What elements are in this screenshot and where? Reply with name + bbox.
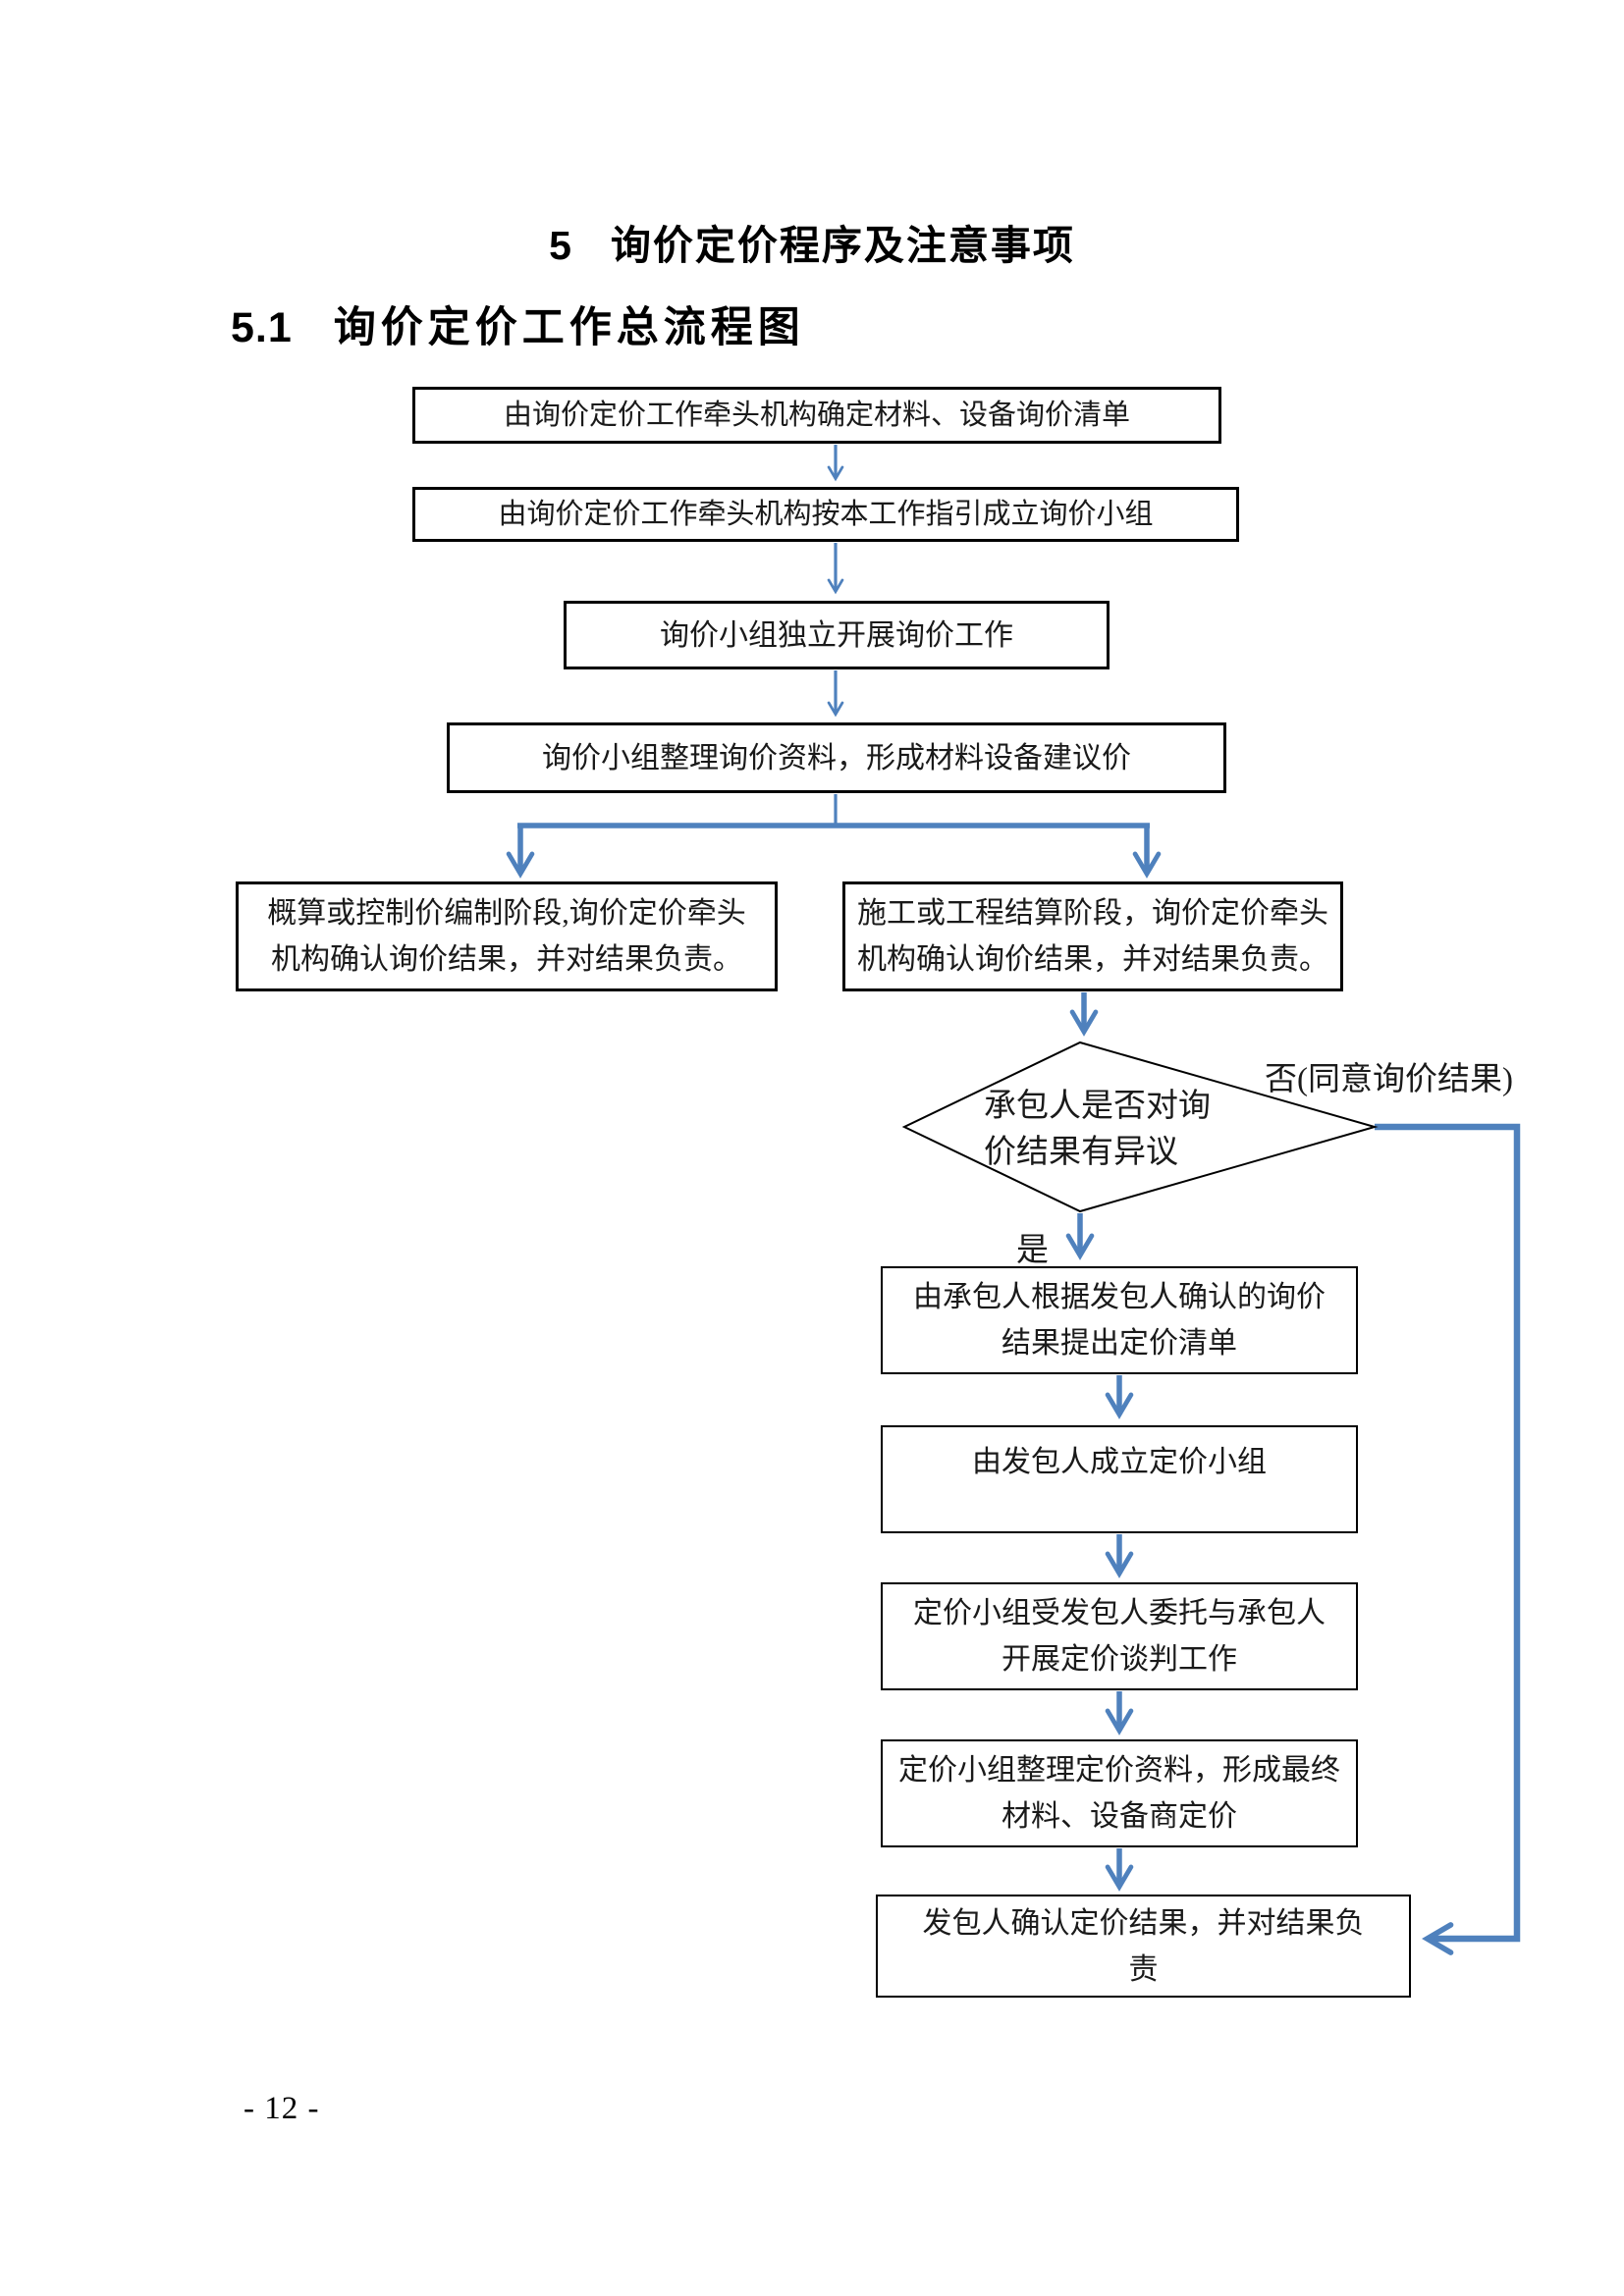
chapter-title-text: 询价定价程序及注意事项 [610,223,1075,268]
flow-box-estimate-or-control-stage: 概算或控制价编制阶段,询价定价牵头机构确认询价结果，并对结果负责。 [236,881,778,991]
chapter-title: 5 询价定价程序及注意事项 [0,212,1624,271]
arrow-decision-no-elbow [1375,1123,1521,1955]
branch-label-yes: 是 [1016,1233,1049,1268]
flow-box-pricing-negotiation: 定价小组受发包人委托与承包人开展定价谈判工作 [881,1582,1358,1690]
flow-box-independent-inquiry: 询价小组独立开展询价工作 [564,601,1110,669]
branch-label-no: 否(同意询价结果) [1265,1062,1513,1097]
flow-box-contractor-propose-pricing-list: 由承包人根据发包人确认的询价结果提出定价清单 [881,1266,1358,1374]
page-number: - 12 - [244,2091,320,2126]
decision-question: 承包人是否对询价结果有异议 [984,1089,1211,1170]
section-heading: 5.1 询价定价工作总流程图 [231,294,805,354]
chapter-number: 5 [549,223,573,268]
section-number: 5.1 [231,304,293,351]
flow-box-determine-inquiry-list: 由询价定价工作牵头机构确定材料、设备询价清单 [412,387,1221,444]
section-heading-text: 询价定价工作总流程图 [333,305,805,351]
flow-box-compile-inquiry-data: 询价小组整理询价资料，形成材料设备建议价 [447,722,1226,793]
flow-box-compile-pricing-data: 定价小组整理定价资料，形成最终材料、设备商定价 [881,1739,1358,1847]
flow-box-form-inquiry-team: 由询价定价工作牵头机构按本工作指引成立询价小组 [412,487,1239,542]
decision-diamond [901,1041,1379,1213]
flow-box-owner-confirm-pricing: 发包人确认定价结果，并对结果负责 [876,1895,1411,1998]
flow-box-construction-or-settlement-stage: 施工或工程结算阶段，询价定价牵头机构确认询价结果，并对结果负责。 [842,881,1343,991]
flow-box-owner-form-pricing-team: 由发包人成立定价小组 [881,1425,1358,1533]
